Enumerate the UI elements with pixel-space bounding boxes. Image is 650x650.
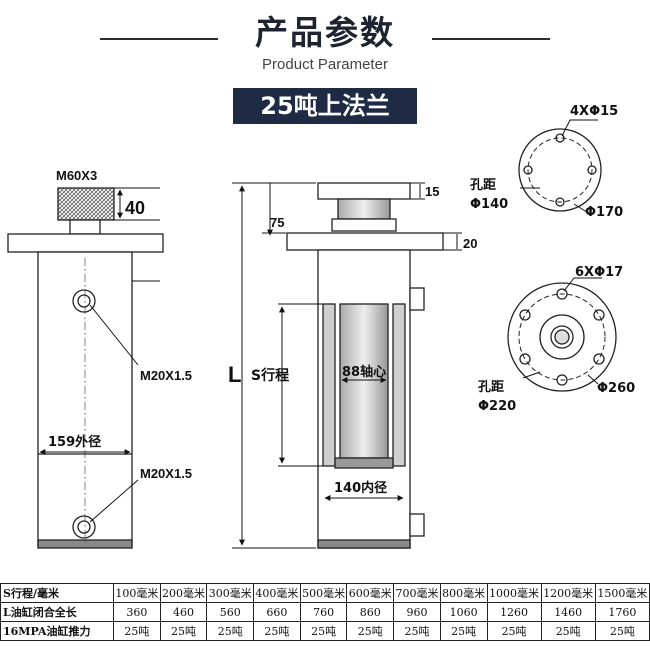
table-cell: 25吨: [594, 621, 650, 641]
top-flange-view: [518, 128, 602, 212]
label-port-bottom: M20X1.5: [140, 466, 192, 481]
piston-rod: [339, 303, 389, 459]
table-cell: 1200毫米: [540, 583, 596, 603]
label-shaft-diameter: 88轴心: [342, 364, 386, 380]
bore-left-wall: [322, 303, 336, 467]
table-cell: 1000毫米: [486, 583, 542, 603]
table-cell: 100毫米: [113, 583, 161, 603]
table-cell: 25吨: [439, 621, 488, 641]
label-length-l: L: [228, 362, 241, 387]
label-thread-m60: M60X3: [56, 168, 97, 183]
table-cell: 760: [299, 602, 348, 622]
table-cell: 460: [159, 602, 208, 622]
table-cell: 560: [206, 602, 255, 622]
label-dim-20: 20: [463, 236, 477, 251]
technical-drawing: M60X3 40 M20X1.5 159外径 M20X1.5: [7, 104, 635, 549]
label-top-flange-holes: 4XΦ15: [570, 104, 618, 119]
table-cell: 200毫米: [159, 583, 208, 603]
row-header: S行程/毫米: [0, 583, 114, 603]
label-bottom-pitch: 孔距: [478, 380, 504, 395]
top-flange-plate: [7, 233, 164, 253]
table-cell: 25吨: [540, 621, 596, 641]
label-bottom-pitch-value: Φ220: [478, 399, 516, 414]
label-bottom-outer: Φ260: [597, 381, 635, 396]
model-badge: 25吨上法兰: [233, 88, 417, 124]
label-stroke: S行程: [251, 367, 289, 384]
table-cell: 1260: [486, 602, 542, 622]
label-inner-diameter: 140内径: [334, 480, 387, 496]
title-rule-left: [100, 38, 218, 40]
mid-flange-plate: [286, 232, 444, 251]
table-cell: 400毫米: [253, 583, 301, 603]
oil-port-bottom: [72, 515, 96, 539]
table-cell: 600毫米: [346, 583, 395, 603]
table-cell: 25吨: [253, 621, 301, 641]
page-subtitle: Product Parameter: [262, 56, 388, 73]
row-header: 16MPA油缸推力: [0, 621, 114, 641]
label-dim-75: 75: [270, 215, 284, 230]
table-cell: 25吨: [206, 621, 255, 641]
table-cell: 1760: [594, 602, 650, 622]
label-dim-15: 15: [425, 184, 439, 199]
page-title: 产品参数: [255, 13, 395, 52]
table-cell: 25吨: [393, 621, 441, 641]
table-cell: 800毫米: [439, 583, 488, 603]
table-cell: 1460: [540, 602, 596, 622]
table-cell: 960: [393, 602, 441, 622]
bottom-flange-view: [507, 282, 617, 392]
table-cell: 860: [346, 602, 395, 622]
table-cell: 700毫米: [393, 583, 441, 603]
label-top-pitch: 孔距: [470, 178, 496, 193]
cylinder-bottom-shade: [37, 539, 133, 549]
label-dim-40: 40: [125, 198, 145, 218]
title-rule-right: [432, 38, 550, 40]
label-top-pitch-value: Φ140: [470, 197, 508, 212]
label-outer-diameter: 159外径: [48, 434, 101, 450]
bore-right-wall: [392, 303, 406, 467]
table-cell: 25吨: [346, 621, 395, 641]
nut-neck: [69, 219, 101, 235]
table-cell: 25吨: [159, 621, 208, 641]
row-header: L油缸闭合全长: [0, 602, 114, 622]
top-nut: [57, 187, 115, 221]
table-cell: 360: [113, 602, 161, 622]
top-cap-plate: [317, 182, 411, 200]
table-cell: 1060: [439, 602, 488, 622]
label-top-outer: Φ170: [585, 205, 623, 220]
table-cell: 25吨: [113, 621, 161, 641]
label-port-top: M20X1.5: [140, 368, 192, 383]
left-cylinder-view: [7, 187, 164, 549]
page-header: 产品参数 Product Parameter: [0, 0, 650, 80]
table-cell: 25吨: [299, 621, 348, 641]
table-cell: 25吨: [486, 621, 542, 641]
table-cell: 500毫米: [299, 583, 348, 603]
table-cell: 300毫米: [206, 583, 255, 603]
rod-neck: [337, 198, 391, 220]
table-cell: 1500毫米: [594, 583, 650, 603]
label-bottom-flange-holes: 6XΦ17: [575, 265, 623, 280]
oil-port-top: [72, 289, 96, 313]
table-cell: 660: [253, 602, 301, 622]
